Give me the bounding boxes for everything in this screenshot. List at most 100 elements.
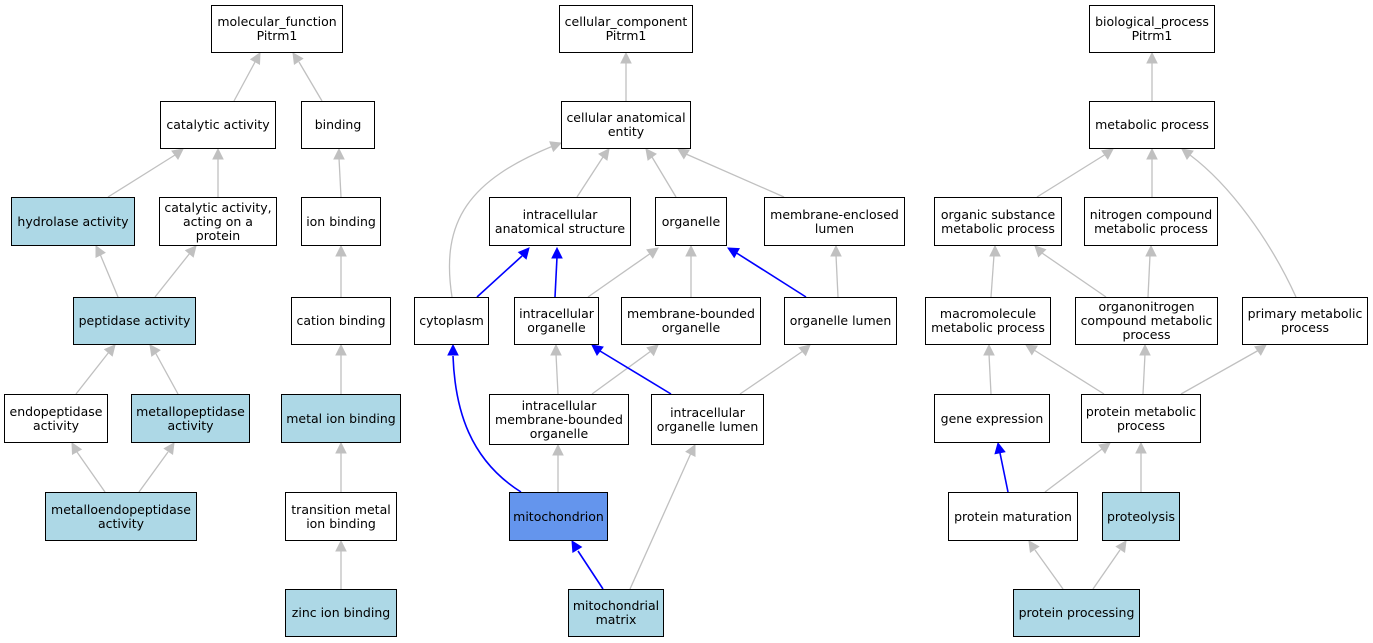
node-intracellular-organelle-lumen[interactable]: intracellular organelle lumen bbox=[651, 394, 764, 445]
edge-onc-to-ncmp bbox=[1147, 254, 1151, 298]
edge-binding-to-molecular bbox=[298, 61, 323, 102]
edge-cytoplasm-to-ias bbox=[476, 255, 523, 298]
edge-iol-to-intorg bbox=[599, 350, 672, 395]
node-membrane-bounded-organelle[interactable]: membrane-bounded organelle bbox=[621, 297, 761, 345]
edge-pmat-to-pmp2 bbox=[1044, 448, 1103, 493]
node-catalytic-activity[interactable]: catalytic activity bbox=[160, 101, 276, 149]
arrowhead-cation-to-ion bbox=[335, 244, 347, 257]
node-primary-metabolic-process[interactable]: primary metabolic process bbox=[1242, 297, 1368, 345]
arrowhead-prot-to-pmp2 bbox=[1135, 441, 1147, 454]
edge-mito-to-cytoplasm bbox=[452, 355, 522, 493]
arrowhead-pmat-to-ge bbox=[994, 441, 1006, 455]
arrowhead-imbo-to-mbo bbox=[646, 344, 659, 357]
edge-hydrolase-to-catalytic bbox=[107, 154, 176, 198]
node-catalytic-activity-protein[interactable]: catalytic activity, acting on a protein bbox=[159, 197, 277, 246]
node-protein-maturation[interactable]: protein maturation bbox=[948, 492, 1078, 541]
arrowhead-iol-to-intorg bbox=[591, 344, 604, 356]
edge-metalloendo-to-metallopep bbox=[138, 451, 169, 493]
edge-imbo-to-intorg bbox=[555, 353, 559, 395]
edge-intorg-to-organelle bbox=[587, 252, 652, 298]
node-endopeptidase-activity[interactable]: endopeptidase activity bbox=[4, 394, 108, 443]
edge-mel-to-cae bbox=[685, 153, 785, 198]
edge-intorg-to-ias bbox=[554, 256, 558, 298]
edge-catalytic-to-molecular bbox=[233, 61, 256, 102]
node-metalloendopeptidase-activity[interactable]: metalloendopeptidase activity bbox=[45, 492, 197, 541]
node-organonitrogen-compound-metabolic-process[interactable]: organonitrogen compound metabolic proces… bbox=[1075, 297, 1218, 345]
arrowhead-ge-to-macro bbox=[983, 343, 995, 356]
node-zinc-ion-binding[interactable]: zinc ion binding bbox=[285, 589, 397, 637]
edge-peptidase-to-hydrolase bbox=[99, 253, 119, 298]
node-protein-processing[interactable]: protein processing bbox=[1013, 589, 1140, 637]
node-gene-expression[interactable]: gene expression bbox=[934, 394, 1050, 443]
node-intracellular-membrane-bounded-organelle[interactable]: intracellular membrane-bounded organelle bbox=[489, 394, 629, 445]
arrowhead-pmp-to-mp bbox=[1181, 148, 1194, 160]
node-cellular-anatomical-entity[interactable]: cellular anatomical entity bbox=[561, 101, 691, 149]
edge-pmp2-to-macro bbox=[1033, 349, 1105, 395]
arrowhead-ionbinding-to-binding bbox=[333, 147, 345, 160]
edge-ol-to-mel bbox=[835, 254, 839, 298]
node-molecular-function[interactable]: molecular_function Pitrm1 bbox=[211, 5, 343, 53]
node-organelle[interactable]: organelle bbox=[655, 197, 727, 246]
node-metal-ion-binding[interactable]: metal ion binding bbox=[281, 394, 401, 443]
arrowhead-pmat-to-pmp2 bbox=[1098, 442, 1111, 454]
node-cytoplasm[interactable]: cytoplasm bbox=[414, 297, 489, 345]
arrowhead-ncmp-to-mp bbox=[1146, 147, 1158, 160]
node-mitochondrion[interactable]: mitochondrion bbox=[509, 492, 608, 541]
edge-pp-to-pmat bbox=[1034, 549, 1064, 590]
node-binding[interactable]: binding bbox=[301, 101, 375, 149]
node-ion-binding[interactable]: ion binding bbox=[301, 197, 381, 246]
edge-matrix-to-iol bbox=[629, 452, 692, 590]
arrowhead-ias-to-cae bbox=[598, 148, 610, 161]
edge-organelle-to-cae bbox=[651, 156, 677, 198]
node-cation-binding[interactable]: cation binding bbox=[291, 297, 391, 345]
arrowhead-onc-to-osmp bbox=[1034, 245, 1047, 258]
arrowhead-mbo-to-organelle bbox=[685, 244, 697, 257]
node-nitrogen-compound-metabolic-process[interactable]: nitrogen compound metabolic process bbox=[1084, 197, 1218, 246]
arrowhead-onc-to-ncmp bbox=[1145, 244, 1157, 257]
arrowhead-osmp-to-mp bbox=[1101, 148, 1114, 160]
edge-iol-to-ol bbox=[739, 350, 804, 395]
arrowhead-peptidase-to-catalyticprotein bbox=[184, 245, 197, 258]
node-intracellular-anatomical-structure[interactable]: intracellular anatomical structure bbox=[489, 197, 631, 246]
node-metabolic-process[interactable]: metabolic process bbox=[1089, 101, 1215, 149]
arrowhead-mito-to-cytoplasm bbox=[447, 343, 459, 356]
edge-metallopep-to-peptidase bbox=[154, 351, 179, 395]
edge-ge-to-macro bbox=[988, 353, 992, 395]
arrowhead-macro-to-osmp bbox=[989, 244, 1001, 257]
edge-peptidase-to-catalyticprotein bbox=[154, 252, 191, 298]
node-organic-substance-metabolic-process[interactable]: organic substance metabolic process bbox=[934, 197, 1062, 246]
node-macromolecule-metabolic-process[interactable]: macromolecule metabolic process bbox=[925, 297, 1051, 345]
arrowhead-pp-to-pmat bbox=[1028, 540, 1040, 553]
node-transition-metal-ion-binding[interactable]: transition metal ion binding bbox=[285, 492, 397, 541]
arrowhead-metalloendo-to-metallopep bbox=[163, 442, 175, 455]
arrowhead-mito-to-imbo bbox=[552, 443, 564, 456]
node-hydrolase-activity[interactable]: hydrolase activity bbox=[11, 197, 135, 246]
arrowhead-catalyticprotein-to-catalytic bbox=[212, 147, 224, 160]
node-metallopeptidase-activity[interactable]: metallopeptidase activity bbox=[131, 394, 250, 443]
node-protein-metabolic-process[interactable]: protein metabolic process bbox=[1081, 394, 1201, 443]
node-cellular-component[interactable]: cellular_component Pitrm1 bbox=[559, 5, 693, 53]
edge-cytoplasm-to-cae bbox=[448, 145, 554, 298]
arrowhead-ol-to-mel bbox=[830, 244, 842, 257]
node-mitochondrial-matrix[interactable]: mitochondrial matrix bbox=[568, 589, 664, 637]
arrowhead-cytoplasm-to-cae bbox=[549, 141, 563, 153]
edge-ionbinding-to-binding bbox=[338, 157, 342, 198]
arrowhead-hydrolase-to-catalytic bbox=[171, 148, 184, 160]
node-organelle-lumen[interactable]: organelle lumen bbox=[784, 297, 897, 345]
arrowhead-endo-to-peptidase bbox=[103, 344, 116, 357]
node-intracellular-organelle[interactable]: intracellular organelle bbox=[514, 297, 599, 345]
arrowhead-iol-to-ol bbox=[798, 344, 811, 357]
arrowhead-pmp2-to-onc bbox=[1139, 343, 1151, 356]
edge-onc-to-osmp bbox=[1041, 252, 1107, 298]
node-membrane-enclosed-lumen[interactable]: membrane-enclosed lumen bbox=[764, 197, 905, 246]
node-proteolysis[interactable]: proteolysis bbox=[1102, 492, 1180, 541]
edge-ol-to-organelle bbox=[734, 251, 807, 298]
edge-endo-to-peptidase bbox=[75, 351, 110, 395]
edge-pmat-to-ge bbox=[999, 452, 1009, 493]
arrowhead-cae-to-cc bbox=[620, 51, 632, 64]
node-peptidase-activity[interactable]: peptidase activity bbox=[73, 297, 196, 345]
arrowhead-metalion-to-cation bbox=[335, 343, 347, 356]
node-biological-process[interactable]: biological_process Pitrm1 bbox=[1089, 5, 1215, 53]
arrowhead-pp-to-prot bbox=[1115, 540, 1127, 553]
